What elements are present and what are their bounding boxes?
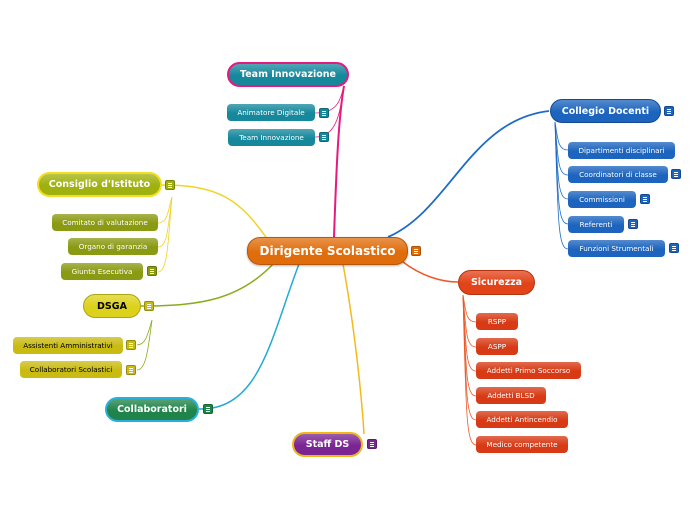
subtopic-team-innovazione[interactable]: Team Innovazione xyxy=(228,129,315,146)
subtopic-comitato-valutazione[interactable]: Comitato di valutazione xyxy=(52,214,158,231)
connector-sicurezza xyxy=(402,261,459,283)
subtopic-medico-competente[interactable]: Medico competente xyxy=(476,436,568,453)
subtopic-coordinatori[interactable]: Coordinatori di classe xyxy=(568,166,668,183)
connector-medico xyxy=(462,294,477,446)
subtopic-organo-garanzia[interactable]: Organo di garanzia xyxy=(68,238,158,255)
subtopic-giunta-esecutiva[interactable]: Giunta Esecutiva xyxy=(61,263,143,280)
notes-icon[interactable] xyxy=(671,169,681,179)
notes-icon[interactable] xyxy=(319,132,329,142)
connector-comitato xyxy=(157,196,173,224)
notes-icon[interactable] xyxy=(367,439,377,449)
notes-icon[interactable] xyxy=(628,219,638,229)
topic-dsga[interactable]: DSGA xyxy=(83,294,141,318)
topic-consiglio-istituto[interactable]: Consiglio d'Istituto xyxy=(37,172,162,197)
topic-collaboratori[interactable]: Collaboratori xyxy=(105,397,199,422)
notes-icon[interactable] xyxy=(640,194,650,204)
notes-icon[interactable] xyxy=(165,180,175,190)
subtopic-antincendio[interactable]: Addetti Antincendio xyxy=(476,411,568,428)
connector-collaboratori-scolastici xyxy=(136,319,153,371)
subtopic-rspp[interactable]: RSPP xyxy=(476,313,518,330)
connector-assistenti xyxy=(136,319,153,346)
connector-funzioni xyxy=(554,121,569,250)
notes-icon[interactable] xyxy=(411,246,421,256)
subtopic-aspp[interactable]: ASPP xyxy=(476,338,518,355)
notes-icon[interactable] xyxy=(319,108,329,118)
subtopic-referenti[interactable]: Referenti xyxy=(568,216,624,233)
notes-icon[interactable] xyxy=(144,301,154,311)
connector-collaboratori xyxy=(198,263,300,410)
topic-collegio-docenti[interactable]: Collegio Docenti xyxy=(550,99,661,123)
connector-consiglio xyxy=(161,184,269,241)
subtopic-blsd[interactable]: Addetti BLSD xyxy=(476,387,546,404)
topic-staff-ds[interactable]: Staff DS xyxy=(292,432,363,457)
connector-giunta xyxy=(157,196,173,273)
notes-icon[interactable] xyxy=(669,243,679,253)
subtopic-assistenti-amministrativi[interactable]: Assistenti Amministrativi xyxy=(13,337,123,354)
topic-sicurezza[interactable]: Sicurezza xyxy=(458,270,535,295)
subtopic-dipartimenti[interactable]: Dipartimenti disciplinari xyxy=(568,142,675,159)
subtopic-collaboratori-scolastici[interactable]: Collaboratori Scolastici xyxy=(20,361,122,378)
connector-team-innovazione xyxy=(333,85,345,238)
topic-team-innovazione[interactable]: Team Innovazione xyxy=(227,62,349,87)
notes-icon[interactable] xyxy=(126,365,136,375)
subtopic-commissioni[interactable]: Commissioni xyxy=(568,191,636,208)
subtopic-animatore-digitale[interactable]: Animatore Digitale xyxy=(227,104,315,121)
subtopic-funzioni-strumentali[interactable]: Funzioni Strumentali xyxy=(568,240,665,257)
connector-collegio xyxy=(387,110,550,238)
central-topic-dirigente[interactable]: Dirigente Scolastico xyxy=(247,237,408,265)
subtopic-primo-soccorso[interactable]: Addetti Primo Soccorso xyxy=(476,362,581,379)
connector-staff xyxy=(342,263,365,435)
notes-icon[interactable] xyxy=(203,404,213,414)
notes-icon[interactable] xyxy=(126,340,136,350)
notes-icon[interactable] xyxy=(147,266,157,276)
notes-icon[interactable] xyxy=(664,106,674,116)
connector-dsga xyxy=(140,261,276,307)
